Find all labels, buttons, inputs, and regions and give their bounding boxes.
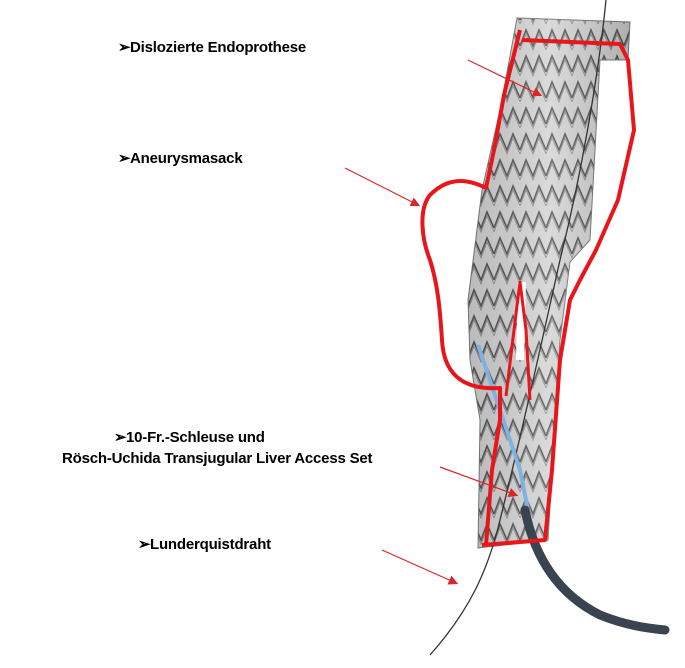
sheath-blue (476, 344, 530, 511)
catheter (520, 505, 670, 635)
arrowhead-bullet-icon: ➢ (138, 536, 151, 553)
arrow-endoprosthesis (467, 59, 543, 97)
label-endoprosthesis: ➢Dislozierte Endoprothese (118, 39, 307, 56)
outline-aneurysm-sac (420, 29, 522, 546)
stent-graft (467, 17, 631, 549)
outline-leg-split (504, 280, 532, 401)
label-sheath-line1: ➢10-Fr.-Schleuse und (114, 429, 265, 446)
label-aneurysm: ➢Aneurysmasack (118, 150, 243, 167)
lunderquist-wire (429, 0, 607, 656)
outline-endoprosthesis (481, 38, 636, 547)
arrowhead-bullet-icon: ➢ (114, 429, 127, 446)
arrow-wire (381, 549, 459, 585)
arrow-sheath (439, 466, 519, 498)
arrow-aneurysm (344, 167, 421, 207)
arrowhead-bullet-icon: ➢ (118, 39, 131, 56)
label-sheath-line2: Rösch-Uchida Transjugular Liver Access S… (62, 450, 373, 467)
arrowhead-bullet-icon: ➢ (118, 150, 131, 167)
label-wire: ➢Lunderquistdraht (138, 536, 271, 553)
